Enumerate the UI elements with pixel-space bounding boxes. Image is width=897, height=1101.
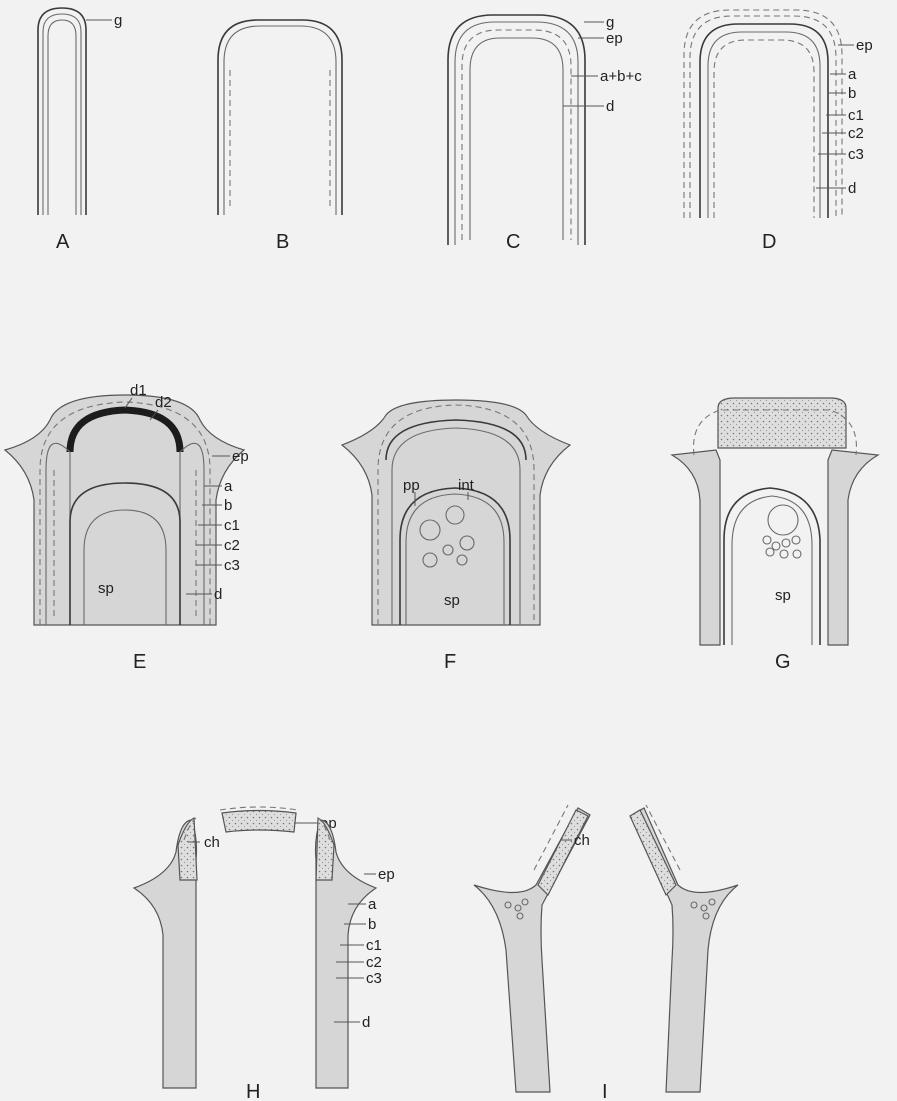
panel-g: sp G: [672, 398, 878, 673]
label-h-ch: ch: [204, 834, 220, 851]
panel-a: g A: [38, 8, 122, 253]
label-d-b: b: [848, 85, 856, 102]
panel-d: ep a b c1 c2 c3 d D: [684, 10, 873, 253]
label-d-c2: c2: [848, 125, 864, 142]
label-a-g: g: [114, 12, 122, 29]
caption-c: C: [506, 231, 520, 253]
label-g-sp: sp: [775, 587, 791, 604]
label-c-ep: ep: [606, 30, 623, 47]
caption-e: E: [133, 651, 146, 673]
panel-b: B: [218, 20, 342, 253]
label-f-pp: pp: [403, 477, 420, 494]
label-e-c2: c2: [224, 537, 240, 554]
label-e-ep: ep: [232, 448, 249, 465]
label-h-c1: c1: [366, 937, 382, 954]
label-c-d: d: [606, 98, 614, 115]
label-c-abc: a+b+c: [600, 68, 642, 85]
label-e-c3: c3: [224, 557, 240, 574]
panel-c: g ep a+b+c d C: [448, 14, 642, 253]
panel-e: d1 d2 ep a b c1 c2 c3 d sp E: [5, 382, 249, 673]
label-e-a: a: [224, 478, 233, 495]
label-e-d2: d2: [155, 394, 172, 411]
panel-h: op ch ep a b c1 c2 c3 d H: [134, 807, 395, 1101]
label-e-b: b: [224, 497, 232, 514]
caption-a: A: [56, 231, 70, 253]
panel-i: ch I: [474, 805, 738, 1101]
label-d-a: a: [848, 66, 857, 83]
caption-d: D: [762, 231, 776, 253]
label-d-ep: ep: [856, 37, 873, 54]
caption-h: H: [246, 1081, 260, 1101]
label-e-c1: c1: [224, 517, 240, 534]
label-f-int: int: [458, 477, 475, 494]
label-d-d: d: [848, 180, 856, 197]
caption-b: B: [276, 231, 289, 253]
label-h-b: b: [368, 916, 376, 933]
label-h-c3: c3: [366, 970, 382, 987]
label-e-d: d: [214, 586, 222, 603]
label-h-a: a: [368, 896, 377, 913]
label-h-ep: ep: [378, 866, 395, 883]
label-d-c1: c1: [848, 107, 864, 124]
caption-f: F: [444, 651, 456, 673]
caption-g: G: [775, 651, 791, 673]
label-e-d1: d1: [130, 382, 147, 399]
panel-f: pp int sp F: [342, 400, 570, 673]
label-i-ch: ch: [574, 832, 590, 849]
label-c-g: g: [606, 14, 614, 31]
caption-i: I: [602, 1081, 608, 1101]
label-e-sp: sp: [98, 580, 114, 597]
label-d-c3: c3: [848, 146, 864, 163]
label-f-sp: sp: [444, 592, 460, 609]
label-h-d: d: [362, 1014, 370, 1031]
label-h-c2: c2: [366, 954, 382, 971]
